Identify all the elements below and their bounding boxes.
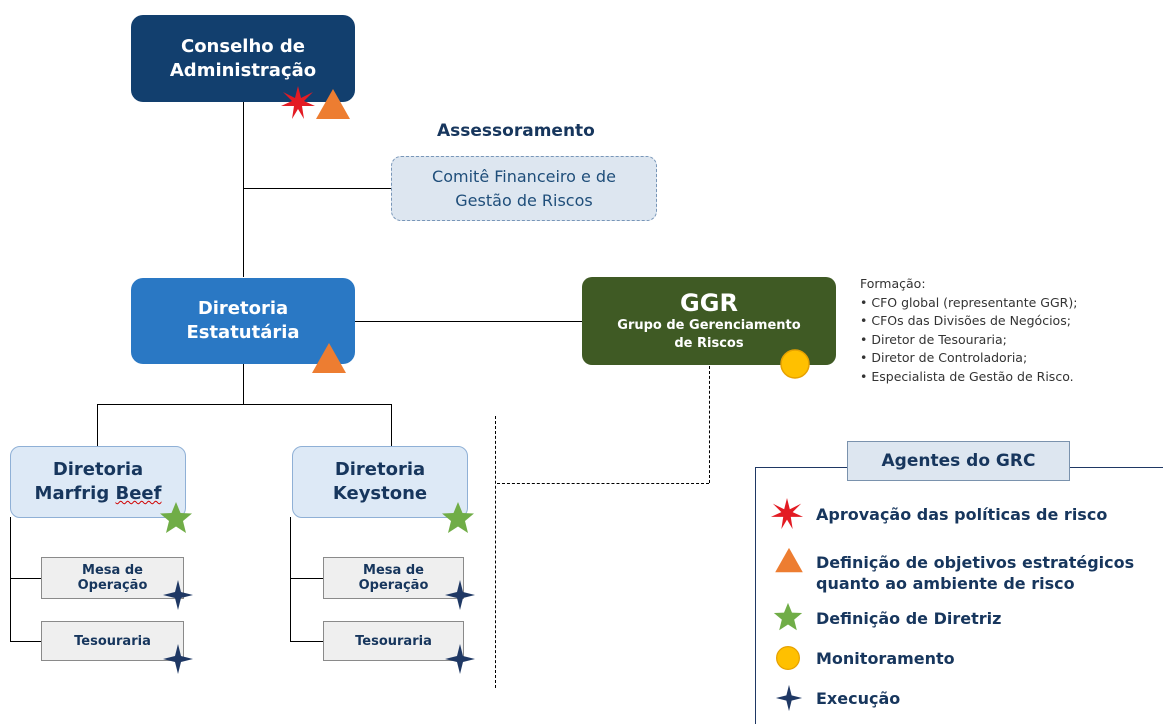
node-marfrig-name: Marfrig bbox=[34, 483, 116, 504]
connector-branch-horizontal bbox=[97, 404, 392, 405]
formacao-title: Formação: bbox=[860, 276, 926, 291]
node-comite-financeiro: Comitê Financeiro e de Gestão de Riscos bbox=[391, 156, 657, 221]
navy-diamond-star-icon bbox=[775, 684, 803, 712]
node-tesouraria-keystone: Tesouraria bbox=[323, 621, 464, 661]
formacao-list: Formação: • CFO global (representante GG… bbox=[860, 275, 1077, 386]
node-keystone-label: Diretoria Keystone bbox=[332, 459, 428, 504]
node-marfrig-line1: Diretoria bbox=[52, 459, 144, 480]
node-estatutaria-label: Diretoria Estatutária bbox=[186, 298, 300, 343]
green-star-icon bbox=[442, 502, 474, 533]
node-mesa-operacao-keystone: Mesa de Operação bbox=[323, 557, 464, 599]
legend-item-label: Definição de Diretriz bbox=[816, 609, 1002, 628]
node-ggr-title: GGR bbox=[680, 289, 738, 317]
node-mesa-operacao-marfrig: Mesa de Operação bbox=[41, 557, 184, 599]
legend-title-label: Agentes do GRC bbox=[881, 451, 1036, 471]
formacao-item: • CFOs das Divisões de Negócios; bbox=[860, 313, 1071, 328]
connector-mesa2 bbox=[290, 578, 323, 579]
navy-diamond-star-icon bbox=[163, 644, 193, 674]
node-diretoria-estatutaria: Diretoria Estatutária bbox=[131, 278, 355, 364]
orange-triangle-icon bbox=[316, 89, 350, 119]
green-star-icon bbox=[773, 602, 803, 631]
orange-triangle-icon bbox=[312, 343, 346, 373]
red-star-burst-icon bbox=[281, 86, 315, 119]
node-tesouraria1-label: Tesouraria bbox=[74, 633, 151, 649]
formacao-item: • CFO global (representante GGR); bbox=[860, 294, 1078, 310]
legend-item-label: Aprovação das políticas de risco bbox=[816, 505, 1108, 524]
orange-triangle-icon bbox=[775, 547, 803, 573]
node-conselho-label: Conselho de Administração bbox=[169, 35, 317, 81]
node-diretoria-marfrig-beef: Diretoria Marfrig Beef bbox=[10, 446, 186, 518]
dashed-connector-ggr-down bbox=[709, 366, 710, 483]
yellow-circle-icon bbox=[776, 646, 800, 670]
connector-conselho-down bbox=[243, 102, 244, 277]
formacao-item: • Especialista de Gestão de Risco. bbox=[860, 368, 1074, 384]
node-ggr-subtitle: Grupo de Gerenciamento de Riscos bbox=[617, 318, 801, 351]
node-comite-label: Comitê Financeiro e de Gestão de Riscos bbox=[432, 166, 616, 210]
formacao-item: • Diretor de Controladoria; bbox=[860, 350, 1028, 365]
dashed-separator bbox=[495, 416, 496, 688]
connector-to-marfrig bbox=[97, 404, 98, 446]
node-diretoria-keystone: Diretoria Keystone bbox=[292, 446, 468, 518]
formacao-item: • Diretor de Tesouraria; bbox=[860, 331, 1007, 347]
yellow-circle-icon bbox=[780, 349, 810, 379]
legend-item-label: Monitoramento bbox=[816, 649, 955, 668]
assessoramento-heading: Assessoramento bbox=[437, 121, 595, 141]
connector-to-keystone bbox=[391, 404, 392, 446]
node-conselho-administracao: Conselho de Administração bbox=[131, 15, 355, 102]
connector-mesa1 bbox=[10, 578, 41, 579]
connector-marfrig-sub bbox=[10, 517, 11, 641]
node-tesouraria-marfrig: Tesouraria bbox=[41, 621, 184, 661]
navy-diamond-star-icon bbox=[163, 580, 193, 610]
dashed-connector-ggr-left bbox=[497, 483, 709, 484]
node-marfrig-line2: Marfrig Beef bbox=[35, 482, 162, 506]
connector-estatutaria-down bbox=[243, 364, 244, 404]
navy-diamond-star-icon bbox=[445, 580, 475, 610]
connector-to-comite bbox=[243, 188, 391, 189]
green-star-icon bbox=[160, 502, 192, 533]
connector-tesouraria2 bbox=[290, 641, 323, 642]
connector-tesouraria1 bbox=[10, 641, 41, 642]
legend-item-label: Execução bbox=[816, 689, 901, 708]
navy-diamond-star-icon bbox=[445, 644, 475, 674]
legend-title: Agentes do GRC bbox=[847, 441, 1070, 481]
node-mesa1-label: Mesa de Operação bbox=[77, 563, 148, 593]
connector-to-ggr bbox=[355, 321, 582, 322]
node-mesa2-label: Mesa de Operação bbox=[358, 563, 429, 593]
node-marfrig-beef-word: Beef bbox=[115, 483, 162, 504]
node-tesouraria2-label: Tesouraria bbox=[355, 633, 432, 649]
legend-item-label: Definição de objetivos estratégicos quan… bbox=[816, 553, 1135, 593]
connector-keystone-sub bbox=[290, 517, 291, 641]
red-star-burst-icon bbox=[770, 497, 804, 530]
